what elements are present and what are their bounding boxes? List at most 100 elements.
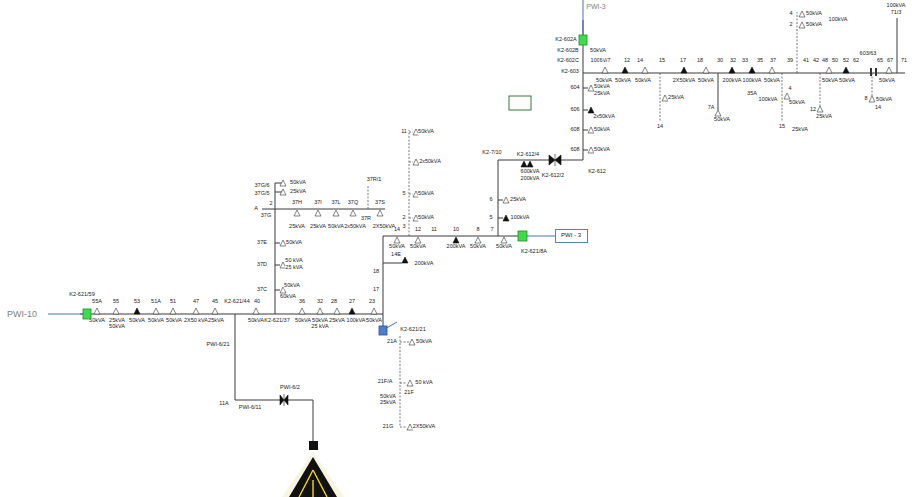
callout-label: 15	[659, 58, 666, 64]
callout-label: 51	[170, 299, 177, 305]
load-transformers-part	[280, 180, 286, 186]
callout-label: K2-621/37	[264, 318, 290, 324]
callout-label: 52	[843, 58, 850, 64]
switches-part	[870, 68, 872, 76]
callout-label: 50kVA	[312, 318, 328, 324]
callout-label: 50kVA	[416, 339, 432, 345]
load-transformers-part	[642, 67, 648, 73]
load-transformers-part	[170, 308, 176, 314]
feeder-name: PWI-3	[586, 3, 606, 10]
callout-label: 37G/5	[254, 191, 270, 197]
callout-label: 7	[490, 227, 494, 233]
load-transformers-part	[527, 161, 533, 167]
load-transformers-part	[703, 67, 709, 73]
callout-label: 200kVA	[414, 261, 433, 267]
dashed-branches-part	[660, 73, 661, 122]
load-transformers-part	[350, 210, 356, 216]
empty-frame	[509, 96, 531, 110]
callout-label: 25kVA	[510, 197, 526, 203]
bus-wires-part	[383, 236, 384, 326]
callout-label: 50kVA	[496, 244, 512, 250]
callout-label: 17	[373, 287, 380, 293]
load-transformers-part	[503, 215, 509, 221]
load-transformers-part	[681, 67, 687, 73]
load-transformers	[94, 11, 892, 430]
callout-label: 50kVA	[470, 244, 486, 250]
load-transformers-part	[817, 106, 823, 112]
dashed-branches-part	[400, 427, 407, 428]
callout-label: 100kVA	[758, 97, 777, 103]
callout-label: 50kVA	[295, 318, 311, 324]
callout-label: 603/63	[859, 51, 876, 57]
callout-label: K2-602B	[557, 48, 579, 54]
dashed-branches	[368, 12, 872, 427]
switches-part	[379, 326, 387, 335]
load-transformers-part	[371, 308, 377, 314]
callout-label: 37L	[331, 200, 341, 206]
callout-label: 50kVA	[879, 78, 895, 84]
dashed-branches-part	[797, 12, 798, 73]
callout-label: 60kVA	[280, 294, 296, 300]
callout-label: PWI-6/11	[238, 405, 261, 411]
callout-label: 50kVA	[109, 324, 125, 330]
callout-label: 50kVA	[418, 129, 434, 135]
feeder-lines	[48, 0, 583, 330]
load-transformers-part	[294, 210, 300, 216]
bus-wires-part	[275, 243, 280, 244]
callout-label: 45	[212, 299, 219, 305]
callout-label: 37R/1	[366, 177, 381, 183]
callout-label: 50kVA	[166, 318, 182, 324]
callout-label: 100kVA	[742, 78, 761, 84]
callout-label: 33	[742, 58, 749, 64]
callout-label: 11	[431, 227, 437, 233]
bus-wires-part	[275, 265, 280, 266]
dashed-branches-part	[782, 73, 783, 122]
callout-label: 50kVA	[714, 117, 730, 123]
callout-label: 5	[402, 191, 406, 197]
callout-label: 11	[401, 129, 407, 135]
callout-label: 50kVA	[839, 78, 855, 84]
bus-wires-part	[583, 110, 588, 111]
callout-label: 608	[570, 127, 580, 133]
main-transformer-part	[289, 457, 337, 497]
load-transformers-part	[317, 308, 323, 314]
switches-part	[875, 68, 877, 76]
callout-label: 25kVA	[816, 114, 832, 120]
load-transformers-part	[588, 107, 594, 113]
callout-label: 37S	[375, 200, 385, 206]
callout-label: 4	[788, 86, 792, 92]
load-transformers-part	[503, 197, 509, 203]
callout-label: 14	[637, 58, 644, 64]
callout-label: 25kVA	[380, 400, 396, 406]
callout-label: 608	[570, 147, 580, 153]
callout-label: 2x50kVA	[419, 159, 441, 165]
bus-wires-part	[498, 200, 503, 201]
load-transformers-part	[501, 237, 507, 243]
callout-label: 25kVA	[329, 318, 345, 324]
load-transformers-part	[622, 67, 628, 73]
load-transformers-part	[729, 67, 735, 73]
callout-label: 37	[770, 58, 777, 64]
dashed-branches-part	[400, 336, 401, 427]
main-transformer-part	[282, 452, 344, 497]
callout-label: 50kVA	[418, 191, 434, 197]
callout-label: 200kVA	[520, 176, 539, 182]
bus-wires-part	[383, 236, 527, 237]
callout-label: 100kVA	[886, 3, 905, 9]
switches-part	[518, 231, 527, 241]
diodes-part	[555, 154, 556, 166]
callout-label: 14E	[391, 252, 401, 258]
dashed-branches-part	[872, 73, 873, 96]
callout-label: 2x50kVA	[344, 224, 366, 230]
callout-label: 2X50kVA	[672, 78, 695, 84]
load-transformers-part	[475, 237, 481, 243]
callout-label: K2-602C	[557, 58, 579, 64]
callout-label: 48	[822, 58, 829, 64]
main-transformer-part	[309, 441, 318, 450]
callout-label: K2-612/2	[542, 173, 565, 179]
callout-label: 50kVA	[366, 318, 382, 324]
bus-wires-part	[275, 192, 282, 193]
callout-label: 5	[489, 215, 493, 221]
callout-label: 50kVA	[789, 100, 805, 106]
bus-wires-part	[583, 130, 588, 131]
